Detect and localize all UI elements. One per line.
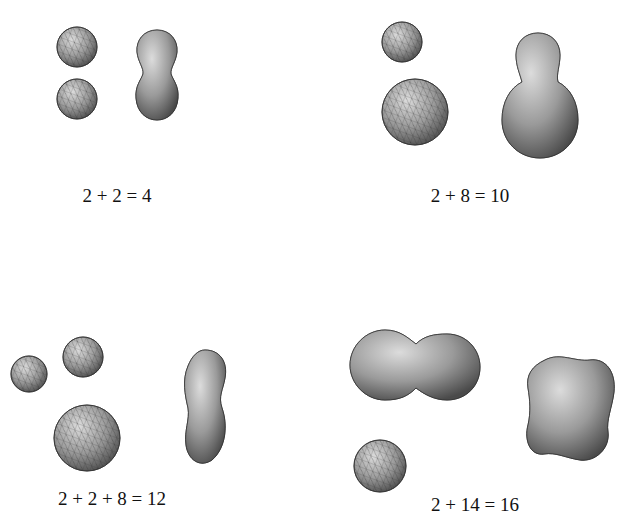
merged-shape: [350, 330, 480, 400]
equation-label: 2 + 14 = 16: [431, 494, 519, 517]
equation-label: 2 + 8 = 10: [431, 185, 509, 208]
sphere: [354, 440, 406, 492]
merged-shape: [136, 30, 178, 120]
merged-shape: [527, 357, 614, 460]
equation-label: 2 + 2 + 8 = 12: [58, 488, 166, 511]
merged-shape: [185, 350, 226, 463]
sphere: [63, 337, 103, 377]
sphere: [11, 356, 47, 392]
sphere: [57, 79, 97, 119]
sphere: [382, 79, 448, 145]
sphere: [54, 405, 120, 471]
sphere: [382, 22, 422, 62]
sphere: [57, 27, 97, 67]
equation-label: 2 + 2 = 4: [83, 185, 152, 208]
merged-shape: [502, 33, 578, 158]
